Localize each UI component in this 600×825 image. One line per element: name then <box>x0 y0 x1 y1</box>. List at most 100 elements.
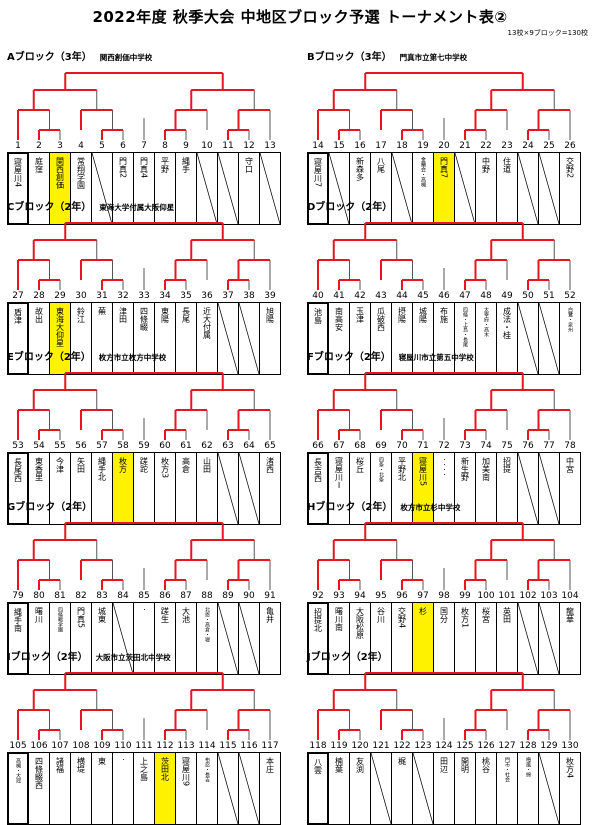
team-cell: 友渕 <box>349 752 371 825</box>
team-name: 友渕 <box>355 757 365 773</box>
team-name: 津田 <box>118 307 128 323</box>
team-cell: 白鷺・泉州 <box>559 302 581 375</box>
empty-slot <box>217 752 239 825</box>
bye-slash <box>239 303 259 374</box>
entry-number: 80 <box>33 591 45 601</box>
entry-number: 127 <box>498 741 516 751</box>
entry-number: 14 <box>312 141 324 151</box>
team-name: 国分 <box>439 607 449 623</box>
entry-number: 47 <box>459 291 471 301</box>
entry-number: 49 <box>501 291 513 301</box>
team-name: ・ <box>120 757 126 762</box>
entry-number: 5 <box>99 141 105 151</box>
bye-slash-line <box>218 753 238 824</box>
entry-number: 84 <box>117 591 129 601</box>
team-name: 枚方4 <box>565 757 575 779</box>
entry-number: 8 <box>162 141 168 151</box>
empty-slot <box>259 152 281 225</box>
block-venue: 枚方市立枚方中学校 <box>98 353 167 362</box>
team-name: 長尾西 <box>13 458 23 482</box>
team-name: 平野 <box>160 157 170 173</box>
school-count-note: 13校×9ブロック=130校 <box>507 29 588 37</box>
team-name: 蕪 <box>97 307 107 315</box>
team-name: 寝屋川4 <box>13 158 23 188</box>
team-name: 曙川南 <box>334 607 344 631</box>
bye-slash-line <box>92 153 112 224</box>
entry-number: 64 <box>243 441 255 451</box>
entry-number: 77 <box>543 441 555 451</box>
team-name: 枚方 <box>118 457 128 473</box>
bye-slash-line <box>218 153 238 224</box>
entry-number: 102 <box>519 591 537 601</box>
team-name: 大阪松原 <box>355 607 365 639</box>
entry-number: 11 <box>222 141 234 151</box>
block-name: Dブロック（2年） <box>307 202 393 213</box>
entry-number: 45 <box>417 291 429 301</box>
team-cell: 旭陽 <box>259 302 281 375</box>
entry-number: 93 <box>333 591 345 601</box>
team-name: 平野北 <box>397 457 407 481</box>
team-name: 城陽 <box>418 307 428 323</box>
entry-number: 58 <box>117 441 129 451</box>
block-venue: 門真市立第七中学校 <box>399 53 468 62</box>
team-cell: ・ <box>112 752 134 825</box>
entry-number: 113 <box>177 741 195 751</box>
team-name: 梅風・綿 <box>525 757 531 777</box>
entry-number: 76 <box>522 441 534 451</box>
entry-number: 28 <box>33 291 45 301</box>
team-name: 城東 <box>97 607 107 623</box>
team-cell: 高槻・大冠 <box>7 752 29 825</box>
team-name: 蹉跎 <box>139 457 149 473</box>
team-name: 瓜破西 <box>376 307 386 331</box>
entry-number: 41 <box>333 291 345 301</box>
team-name: 杉 <box>418 607 428 615</box>
entry-number: 116 <box>240 741 258 751</box>
bye-slash-line <box>329 153 349 224</box>
entry-number: 69 <box>375 441 387 451</box>
bye-slash-line <box>518 303 538 374</box>
entry-number: 105 <box>9 741 27 751</box>
entry-number: 32 <box>117 291 129 301</box>
team-name: 今津 <box>55 457 65 473</box>
team-cell: 本庄 <box>259 752 281 825</box>
team-cell: 中宮 <box>559 452 581 525</box>
entry-number: 100 <box>477 591 495 601</box>
team-name: 南高安 <box>334 307 344 331</box>
entry-number: 66 <box>312 441 324 451</box>
entry-number: 44 <box>396 291 408 301</box>
entry-number: 94 <box>354 591 366 601</box>
entry-number: 129 <box>540 741 558 751</box>
team-cell: 諸福 <box>49 752 71 825</box>
entry-number: 20 <box>438 141 450 151</box>
team-row: 盾津故出東海大仰星鈴江蕪津田四條畷東陽長尾近大付属旭陽 <box>7 302 281 375</box>
team-name: 摂陽 <box>397 307 407 323</box>
block-header: Hブロック（2年）枚方市立杉中学校 <box>307 495 460 514</box>
bracket-lines <box>317 72 571 140</box>
entry-number: 42 <box>354 291 366 301</box>
bye-slash-line <box>371 753 391 824</box>
bracket-lines <box>17 522 271 590</box>
entry-number: 78 <box>564 441 576 451</box>
block-header: Fブロック（2年）寝屋川市立第五中学校 <box>307 345 474 364</box>
team-name: 龍華 <box>565 607 575 623</box>
entry-number: 7 <box>141 141 147 151</box>
team-name: 布忍・長吉 <box>204 757 210 782</box>
entry-number: 65 <box>264 441 276 451</box>
team-cell: 梶 <box>391 752 413 825</box>
team-name: 横堤 <box>76 757 86 773</box>
empty-slot <box>412 752 434 825</box>
entry-number: 60 <box>159 441 171 451</box>
entry-number: 55 <box>54 441 66 451</box>
team-name: 縄手 <box>181 157 191 173</box>
entry-number: 112 <box>156 741 174 751</box>
team-name: 門真7 <box>439 157 449 179</box>
team-name: 招提 <box>502 457 512 473</box>
team-name: 旭陽 <box>265 307 275 323</box>
bracket-lines <box>317 672 571 740</box>
entry-number: 62 <box>201 441 213 451</box>
